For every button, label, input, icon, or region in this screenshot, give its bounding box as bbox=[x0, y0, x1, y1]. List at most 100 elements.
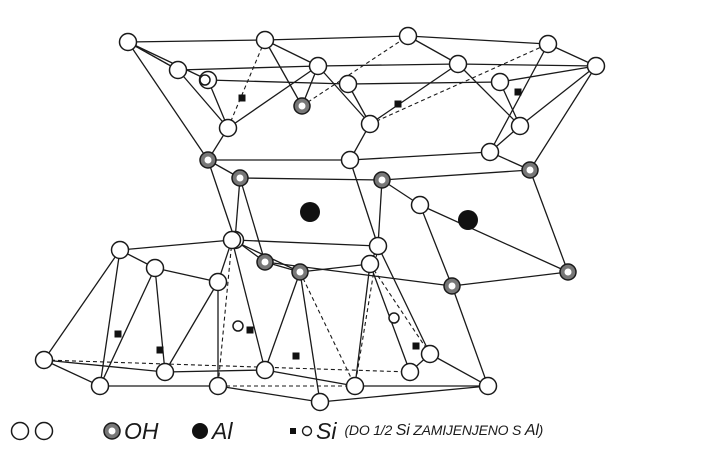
bond-line bbox=[265, 40, 302, 106]
silicon-atom bbox=[115, 331, 122, 338]
silicon-atom bbox=[247, 327, 254, 334]
si-label: Si bbox=[316, 418, 336, 445]
oxygen-atom bbox=[147, 260, 164, 277]
legend: O OH Al Si (DO 1/2 Si ZAMIJENJENO S Al) bbox=[0, 414, 704, 454]
bond-line bbox=[378, 246, 430, 354]
silicon-atom-open bbox=[233, 321, 243, 331]
oxygen-atom bbox=[540, 36, 557, 53]
oxygen-atom bbox=[157, 364, 174, 381]
bond-line bbox=[44, 360, 165, 372]
silicon-atom bbox=[413, 343, 420, 350]
bond-line bbox=[500, 66, 596, 82]
oxygen-atom bbox=[362, 116, 379, 133]
bond-line bbox=[408, 36, 548, 44]
crystal-structure-diagram bbox=[0, 0, 704, 414]
hydroxyl-atom-center bbox=[237, 175, 244, 182]
legend-aluminium: Al bbox=[188, 416, 232, 446]
silicon-atom-open bbox=[200, 75, 210, 85]
legend-hydroxyl: OH bbox=[100, 416, 159, 446]
oxygen-atom bbox=[92, 378, 109, 395]
substitution-note: (DO 1/2 Si ZAMIJENJENO S Al) bbox=[344, 422, 543, 440]
oxygen-atom bbox=[257, 32, 274, 49]
oxygen-atom bbox=[312, 394, 329, 411]
legend-oxygen: O bbox=[8, 416, 58, 446]
oxygen-atom bbox=[588, 58, 605, 75]
hydroxyl-atom-center bbox=[449, 283, 456, 290]
bond-line bbox=[382, 170, 530, 180]
bond-line bbox=[44, 250, 120, 360]
silicon-atom bbox=[395, 101, 402, 108]
bond-line bbox=[120, 240, 232, 250]
oxygen-atom bbox=[112, 242, 129, 259]
oxygen-atom bbox=[512, 118, 529, 135]
oxygen-atom bbox=[400, 28, 417, 45]
oxygen-atom bbox=[402, 364, 419, 381]
oxygen-atom bbox=[210, 378, 227, 395]
bond-line bbox=[265, 36, 408, 40]
silicon-atom-open bbox=[389, 313, 399, 323]
silicon-atom-icon bbox=[286, 416, 316, 446]
bond-line bbox=[458, 64, 596, 66]
silicon-atom bbox=[157, 347, 164, 354]
oxygen-atom bbox=[120, 34, 137, 51]
bond-line bbox=[452, 272, 568, 286]
bond-line bbox=[155, 268, 218, 282]
oxygen-atom bbox=[412, 197, 429, 214]
bond-line bbox=[530, 66, 596, 170]
bond-line bbox=[265, 370, 355, 386]
bond-line bbox=[128, 42, 208, 80]
bond-line bbox=[208, 80, 348, 84]
bond-line bbox=[355, 264, 370, 386]
bond-line bbox=[430, 354, 488, 386]
bond-line bbox=[490, 44, 548, 152]
bond-line bbox=[235, 178, 240, 240]
bond-line bbox=[318, 64, 458, 66]
legend-silicon: Si (DO 1/2 Si ZAMIJENJENO S Al) bbox=[286, 416, 543, 446]
bond-line bbox=[128, 42, 208, 160]
oxygen-atom bbox=[340, 76, 357, 93]
bond-line bbox=[458, 64, 520, 126]
bond-line bbox=[370, 264, 430, 354]
oxygen-atom bbox=[210, 274, 227, 291]
bond-line bbox=[128, 40, 265, 42]
bond-line bbox=[452, 286, 488, 386]
oxygen-atom bbox=[220, 120, 237, 137]
al-label: Al bbox=[212, 418, 232, 445]
hydroxyl-atom-center bbox=[565, 269, 572, 276]
oxygen-atom-icon bbox=[8, 416, 58, 446]
bond-line bbox=[350, 152, 490, 160]
bond-line bbox=[318, 66, 370, 124]
hydroxyl-atom-center bbox=[379, 177, 386, 184]
silicon-atom bbox=[293, 353, 300, 360]
oh-label: OH bbox=[124, 418, 159, 445]
hydroxyl-atom-icon bbox=[100, 416, 124, 446]
bond-line bbox=[240, 178, 382, 180]
hydroxyl-atom-center bbox=[262, 259, 269, 266]
bond-line bbox=[44, 360, 100, 386]
oxygen-atom bbox=[492, 74, 509, 91]
hydroxyl-atom-center bbox=[297, 269, 304, 276]
oxygen-atom bbox=[257, 362, 274, 379]
aluminium-atom-icon bbox=[188, 416, 212, 446]
silicon-atom bbox=[239, 95, 246, 102]
oxygen-atom bbox=[362, 256, 379, 273]
aluminium-atom bbox=[300, 202, 320, 222]
oxygen-atom bbox=[480, 378, 497, 395]
oxygen-atom bbox=[422, 346, 439, 363]
oxygen-atom bbox=[450, 56, 467, 73]
bond-line bbox=[378, 180, 382, 246]
oxygen-atom bbox=[36, 352, 53, 369]
bond-line bbox=[208, 160, 235, 240]
bond-line bbox=[370, 64, 458, 124]
silicon-atom bbox=[515, 89, 522, 96]
bond-line bbox=[155, 268, 165, 372]
oxygen-atom bbox=[482, 144, 499, 161]
bond-line bbox=[165, 282, 218, 372]
oxygen-atom bbox=[342, 152, 359, 169]
oxygen-atom bbox=[347, 378, 364, 395]
hydroxyl-atom-center bbox=[527, 167, 534, 174]
bond-line bbox=[235, 240, 378, 246]
aluminium-atom bbox=[458, 210, 478, 230]
oxygen-atom bbox=[370, 238, 387, 255]
hydroxyl-atom-center bbox=[299, 103, 306, 110]
